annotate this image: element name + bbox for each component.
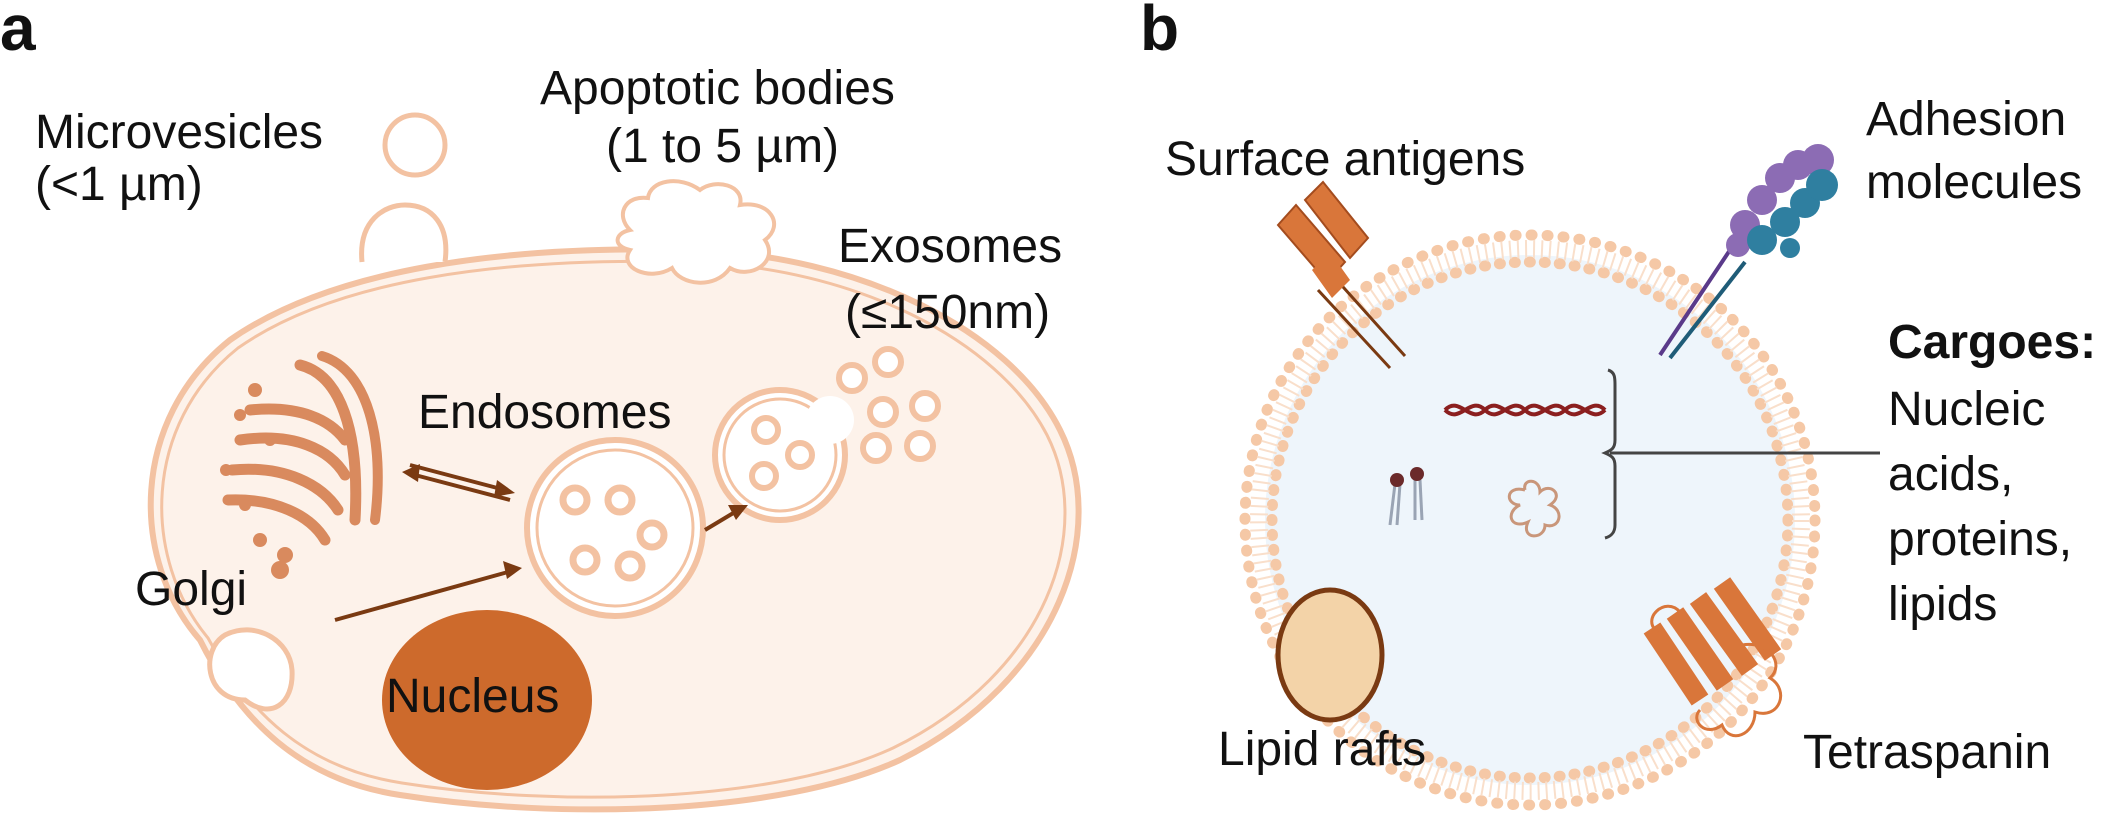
- label-cargoes-line1: Nucleic: [1888, 383, 2045, 436]
- label-adhesion-line2: molecules: [1866, 156, 2082, 209]
- microvesicle-budding: [359, 202, 449, 263]
- bilayer-tails: [1250, 240, 1810, 800]
- label-microvesicles-size: (<1 µm): [35, 158, 203, 211]
- golgi-icon: [220, 351, 383, 579]
- label-cargoes-title: Cargoes:: [1888, 316, 2096, 369]
- label-golgi: Golgi: [135, 563, 247, 616]
- label-adhesion-line1: Adhesion: [1866, 93, 2066, 146]
- nucleus-icon: [382, 610, 592, 790]
- apoptotic-body: [615, 179, 777, 285]
- tetraspanin-icon: [1643, 577, 1783, 738]
- dna-icon: [1443, 403, 1607, 417]
- adhesion-molecule-icon: [1658, 144, 1838, 360]
- endocytic-vesicle: [207, 627, 295, 712]
- bilayer-inner-heads: [1266, 256, 1794, 784]
- label-surface-antigens: Surface antigens: [1165, 133, 1525, 186]
- label-cargoes-line3: proteins,: [1888, 513, 2072, 566]
- lipid-icon: [1388, 467, 1424, 526]
- cell-membrane-inner: [160, 259, 1067, 799]
- protein-icon: [1507, 479, 1561, 538]
- endosome: [524, 437, 706, 619]
- label-exosomes: Exosomes: [838, 220, 1062, 273]
- label-microvesicles: Microvesicles: [35, 106, 323, 159]
- lipid-raft-icon: [1275, 587, 1385, 723]
- label-cargoes-line4: lipids: [1888, 578, 1997, 631]
- label-apoptotic-bodies: Apoptotic bodies: [540, 62, 895, 115]
- label-tetraspanin: Tetraspanin: [1803, 726, 2051, 779]
- label-nucleus: Nucleus: [386, 670, 559, 723]
- label-cargoes-line2: acids,: [1888, 448, 2013, 501]
- label-lipid-rafts: Lipid rafts: [1218, 723, 1426, 776]
- panel-b: b: [1140, 0, 2096, 811]
- intraluminal-vesicles: [559, 484, 668, 582]
- label-apoptotic-bodies-size: (1 to 5 µm): [606, 120, 839, 173]
- released-exosomes: [836, 346, 941, 464]
- label-exosomes-size: (≤150nm): [845, 286, 1050, 339]
- panel-letter-b: b: [1140, 0, 1179, 64]
- surface-antigen-icon: [1276, 180, 1407, 370]
- microvesicle-free: [382, 112, 448, 178]
- panel-letter-a: a: [0, 0, 36, 64]
- bilayer-outer-heads: [1239, 229, 1821, 811]
- cargo-bracket: [1601, 368, 1880, 540]
- arrows: [334, 463, 748, 622]
- label-endosomes: Endosomes: [418, 386, 671, 439]
- panel-a: a: [0, 0, 1082, 813]
